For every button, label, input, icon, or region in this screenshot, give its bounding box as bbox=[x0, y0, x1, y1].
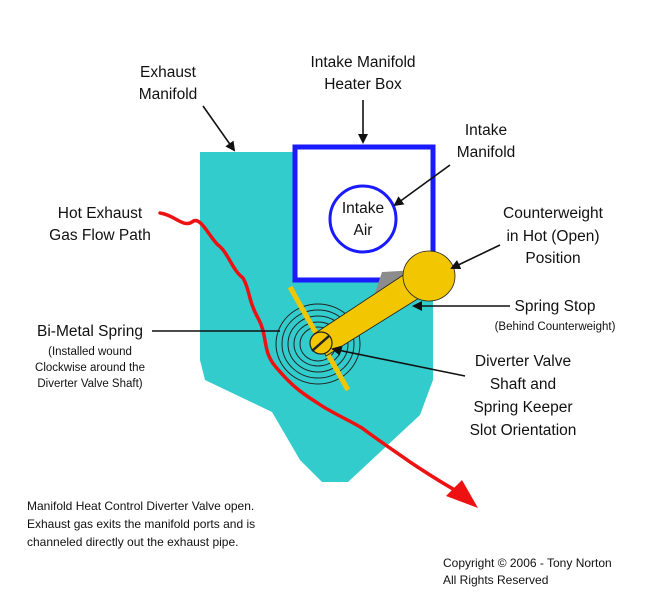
label-bimetal-note-3: Diverter Valve Shaft) bbox=[37, 378, 142, 390]
label-diverter-2: Shaft and bbox=[490, 376, 556, 393]
leader-lines bbox=[152, 100, 510, 377]
label-exhaust-manifold-1: Exhaust bbox=[140, 64, 197, 81]
label-counterweight-1: Counterweight bbox=[503, 205, 604, 222]
label-bimetal-spring: Bi-Metal Spring bbox=[37, 323, 143, 340]
label-exhaust-manifold-2: Manifold bbox=[139, 86, 198, 103]
label-diverter-3: Spring Keeper bbox=[473, 399, 572, 416]
copyright-line-2: All Rights Reserved bbox=[443, 573, 548, 587]
label-diverter-1: Diverter Valve bbox=[475, 353, 571, 370]
copyright-line-1: Copyright © 2006 - Tony Norton bbox=[443, 556, 612, 570]
exhaust-arrowhead bbox=[446, 480, 478, 508]
intake-air-circle bbox=[328, 184, 398, 254]
spring-keeper-slot bbox=[311, 335, 330, 352]
label-intake-air-2: Air bbox=[354, 222, 373, 239]
label-hot-exhaust-2: Gas Flow Path bbox=[49, 227, 151, 244]
caption-line-1: Manifold Heat Control Diverter Valve ope… bbox=[27, 499, 254, 513]
caption-line-2: Exhaust gas exits the manifold ports and… bbox=[27, 517, 255, 531]
caption-line-3: channeled directly out the exhaust pipe. bbox=[27, 535, 238, 549]
label-counterweight-2: in Hot (Open) bbox=[506, 228, 599, 245]
label-heater-box-2: Heater Box bbox=[324, 76, 402, 93]
label-heater-box-1: Intake Manifold bbox=[310, 54, 415, 71]
label-spring-stop-note: (Behind Counterweight) bbox=[495, 321, 616, 333]
counterweight-ball bbox=[402, 250, 456, 302]
label-intake-manifold-1: Intake bbox=[465, 122, 507, 139]
label-intake-air-1: Intake bbox=[342, 200, 384, 217]
label-counterweight-3: Position bbox=[525, 250, 580, 267]
label-spring-stop: Spring Stop bbox=[515, 298, 596, 315]
label-bimetal-note-2: Clockwise around the bbox=[35, 362, 145, 374]
label-diverter-4: Slot Orientation bbox=[470, 422, 577, 439]
label-hot-exhaust-1: Hot Exhaust bbox=[58, 205, 143, 222]
exhaust-flow-path bbox=[158, 211, 464, 496]
label-bimetal-note-1: (Installed wound bbox=[48, 346, 132, 358]
label-intake-manifold-2: Manifold bbox=[457, 144, 516, 161]
